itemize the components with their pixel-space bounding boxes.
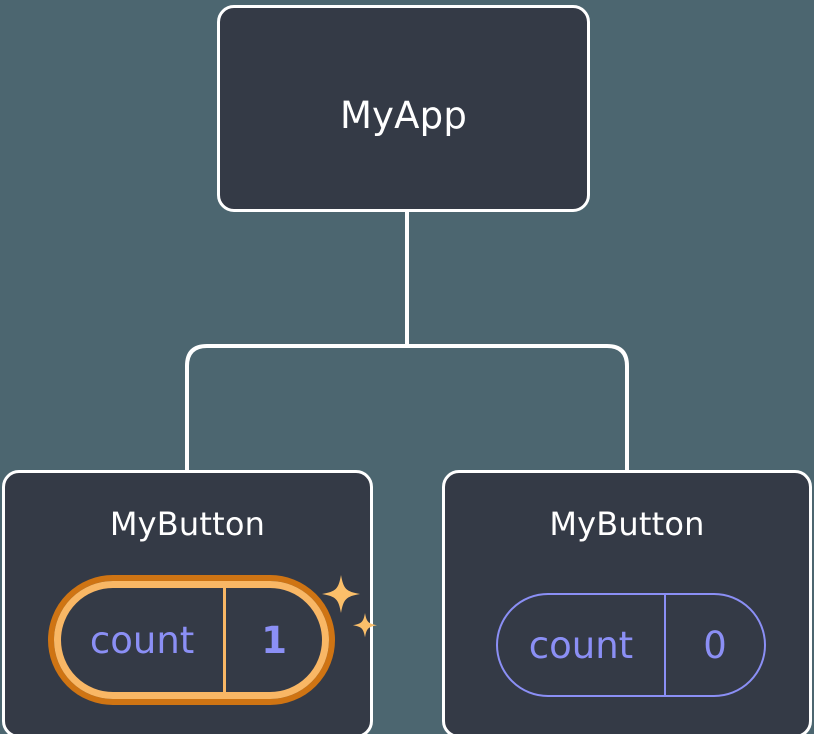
node-title-mybutton-left: MyButton	[109, 505, 266, 543]
state-value-label-right: 0	[664, 595, 764, 695]
state-key-label-left: count	[89, 618, 195, 662]
state-value-label-left: 1	[223, 588, 322, 692]
sparkle-icon-large	[322, 575, 360, 613]
tree-node-mybutton-left[interactable]: MyButton count 1	[2, 470, 377, 734]
edge-bus-to-children	[185, 344, 629, 470]
node-title-mybutton-right: MyButton	[549, 505, 705, 543]
state-pill-plain[interactable]: count 0	[496, 593, 766, 697]
node-title-myapp: MyApp	[339, 94, 468, 137]
tree-node-myapp[interactable]: MyApp	[217, 5, 590, 212]
state-key-label-right: count	[528, 623, 634, 667]
sparkle-icon-small	[353, 613, 377, 638]
tree-node-mybutton-right[interactable]: MyButton count 0	[442, 470, 812, 734]
state-pill-inner-ring: count 1	[54, 581, 329, 699]
state-pill-highlighted[interactable]: count 1	[48, 575, 335, 705]
